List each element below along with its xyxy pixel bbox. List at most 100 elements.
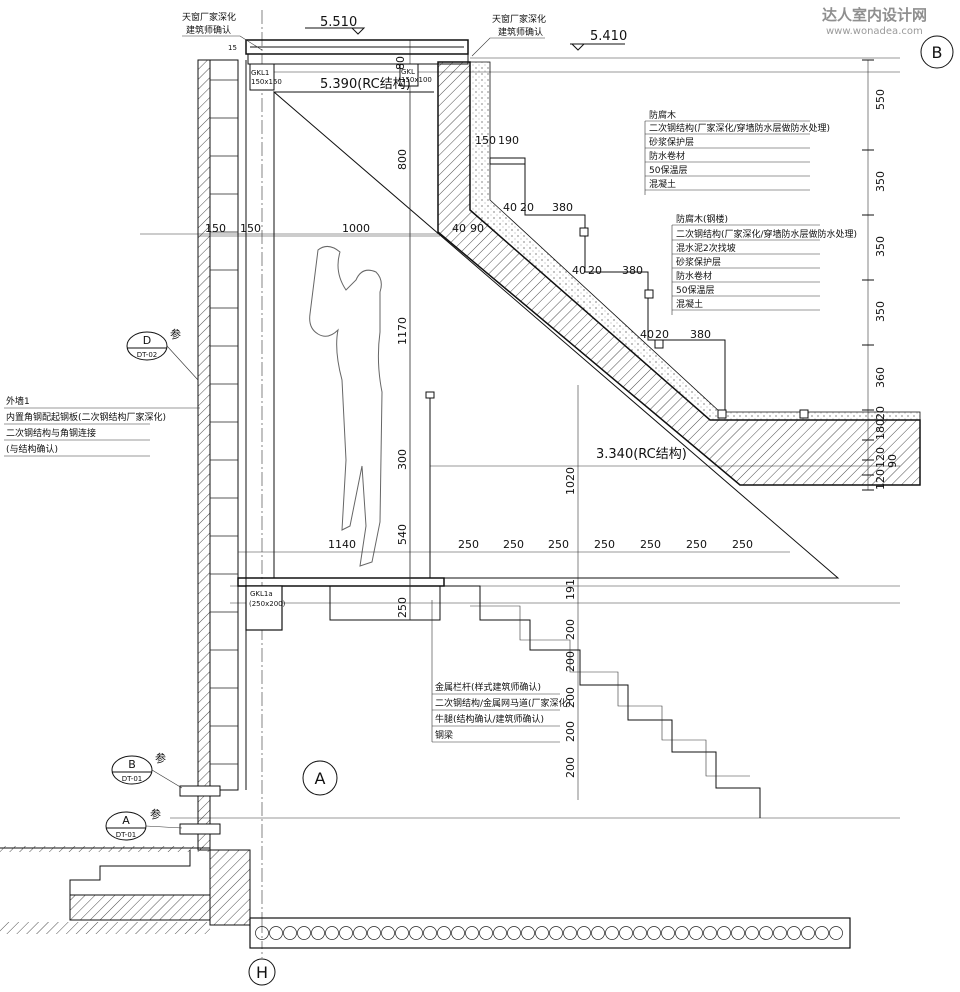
- gravel-stone: [395, 926, 409, 940]
- gravel-stone: [577, 926, 591, 940]
- elev-5510: 5.510: [320, 15, 357, 30]
- sill-a: [179, 823, 221, 835]
- axis-bubble-h: [248, 958, 276, 986]
- elev-5410-marker: [570, 43, 586, 51]
- note-skylight-right-2: 建筑师确认: [498, 26, 543, 38]
- svg-text:参: 参: [155, 751, 166, 765]
- dim-1000: 1000: [342, 222, 370, 235]
- dim-350a: 350: [874, 171, 887, 192]
- axis-label-h: H: [256, 963, 268, 982]
- gkl1a-beam: [245, 585, 283, 631]
- gravel-stone: [311, 926, 325, 940]
- watermark-title: 达人室内设计网: [822, 6, 927, 24]
- svg-text:二次钢结构与角钢连接: 二次钢结构与角钢连接: [6, 427, 96, 439]
- svg-text:B: B: [128, 758, 136, 771]
- tag-gkl-size: 150x100: [401, 76, 432, 84]
- dim-ticks-right: [862, 59, 874, 491]
- gravel-stone: [521, 926, 535, 940]
- tag-gkl1a: GKL1a: [250, 590, 273, 598]
- gravel-stone: [563, 926, 577, 940]
- gravel-stone: [773, 926, 787, 940]
- svg-text:50保温层: 50保温层: [676, 284, 714, 296]
- gravel-stone: [451, 926, 465, 940]
- gkl-small-beam: [399, 63, 419, 87]
- dim-s40a: 40: [503, 201, 517, 214]
- dim-1140: 1140: [328, 538, 356, 551]
- svg-text:200: 200: [564, 757, 577, 778]
- gravel-stone: [633, 926, 647, 940]
- gravel-stone: [815, 926, 829, 940]
- gravel-stone: [493, 926, 507, 940]
- dim-350b: 350: [874, 236, 887, 257]
- svg-text:防水卷材: 防水卷材: [649, 150, 685, 162]
- svg-text:砂浆保护层: 砂浆保护层: [649, 136, 694, 148]
- svg-text:250: 250: [732, 538, 753, 551]
- gravel-stone: [703, 926, 717, 940]
- svg-text:DT-02: DT-02: [137, 351, 157, 359]
- outer-wall-notes: 外墙1 内置角钢配起钢板(二次钢结构厂家深化) 二次钢结构与角钢连接 (与结构确…: [4, 395, 200, 457]
- gravel-stone: [605, 926, 619, 940]
- svg-text:200: 200: [564, 687, 577, 708]
- gkl1-top-beam: [249, 63, 275, 91]
- dim-360: 360: [874, 367, 887, 388]
- svg-text:250: 250: [594, 538, 615, 551]
- gravel-stone: [675, 926, 689, 940]
- gravel-stone: [255, 926, 269, 940]
- rail-notes: 金属栏杆(样式建筑师确认) 二次钢结构/金属网马道(厂家深化) 牛腿(结构确认/…: [431, 600, 571, 743]
- gravel-stone: [535, 926, 549, 940]
- gravel-stone: [297, 926, 311, 940]
- gravel-stone: [465, 926, 479, 940]
- detail-ref-b[interactable]: B DT-01 参: [111, 751, 183, 789]
- catwalk-deck: [237, 577, 445, 587]
- roof-steps: [489, 157, 809, 419]
- svg-text:200: 200: [564, 721, 577, 742]
- foundation-slab: [249, 917, 851, 949]
- svg-text:金属栏杆(样式建筑师确认): 金属栏杆(样式建筑师确认): [435, 681, 541, 693]
- catwalk-bracket: [329, 586, 441, 621]
- dim-80: 80: [394, 56, 407, 70]
- gravel-stone: [269, 926, 283, 940]
- dim-150b: 150: [240, 222, 261, 235]
- ground-hatch: [0, 846, 210, 852]
- svg-text:250: 250: [458, 538, 479, 551]
- skylight-base: [247, 53, 469, 65]
- svg-text:钢梁: 钢梁: [435, 729, 453, 741]
- svg-text:250: 250: [548, 538, 569, 551]
- dim-540: 540: [396, 524, 409, 545]
- svg-text:参: 参: [150, 807, 161, 821]
- gravel-stone: [325, 926, 339, 940]
- dim-s190: 190: [498, 134, 519, 147]
- dim-s40d: 40: [452, 222, 466, 235]
- svg-text:防腐木: 防腐木: [649, 109, 676, 121]
- dim-s20c: 20: [655, 328, 669, 341]
- gravel-stone: [353, 926, 367, 940]
- foundation-wall: [209, 849, 251, 926]
- elev-5510-marker: [350, 27, 366, 35]
- gravel-stone: [479, 926, 493, 940]
- dim-s380c: 380: [690, 328, 711, 341]
- gravel-layer: [255, 926, 843, 940]
- tag-gkl1a-size: (250x200): [249, 600, 286, 608]
- dim-120b: 120: [874, 469, 887, 490]
- dim-350c: 350: [874, 301, 887, 322]
- stair-rise-dims: 200 200 200 200 200: [564, 619, 577, 778]
- svg-text:防腐木(钢楼): 防腐木(钢楼): [676, 213, 728, 225]
- svg-text:外墙1: 外墙1: [6, 395, 30, 407]
- svg-text:200: 200: [564, 651, 577, 672]
- gravel-stone: [759, 926, 773, 940]
- svg-text:内置角钢配起钢板(二次钢结构厂家深化): 内置角钢配起钢板(二次钢结构厂家深化): [6, 411, 166, 423]
- gravel-stone: [381, 926, 395, 940]
- svg-text:混水泥2次找坡: 混水泥2次找坡: [676, 242, 736, 254]
- exterior-steps: [69, 850, 191, 895]
- svg-text:250: 250: [686, 538, 707, 551]
- detail-ref-a[interactable]: A DT-01 参: [105, 807, 183, 841]
- leader-skylight-left: [182, 35, 263, 51]
- elev-5410: 5.410: [590, 29, 627, 44]
- axis-bubble-b: [920, 35, 954, 69]
- svg-text:A: A: [122, 814, 130, 827]
- gravel-stone: [283, 926, 297, 940]
- tag-gkl1-size: 150x150: [251, 78, 282, 86]
- svg-text:混凝土: 混凝土: [649, 178, 676, 190]
- detail-ref-d[interactable]: D DT-02 参: [126, 327, 199, 381]
- dim-180: 180: [874, 419, 887, 440]
